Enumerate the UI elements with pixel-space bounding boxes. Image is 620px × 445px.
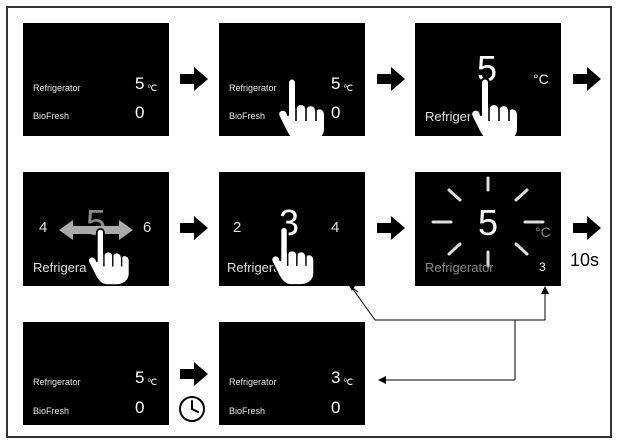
biofresh-temp: 0 — [135, 103, 145, 122]
screen-result-before: Refrigerator 5 ℃ BioFresh 0 — [23, 322, 169, 425]
celsius-unit: ℃ — [343, 83, 354, 93]
biofresh-temp: 0 — [331, 103, 341, 122]
biofresh-label: BioFresh — [33, 406, 70, 416]
refrigerator-label-truncated: Refriger — [425, 109, 472, 124]
refrigerator-label: Refrigerator — [425, 260, 494, 275]
temp-option-left: 4 — [39, 219, 48, 236]
arrow-right-icon — [180, 67, 208, 91]
refrigerator-label: Refrigerator — [229, 83, 277, 93]
celsius-unit: °C — [535, 224, 551, 240]
biofresh-label: BioFresh — [229, 111, 266, 121]
refrigerator-temp: 3 — [331, 368, 341, 387]
timeout-label: 10s — [570, 250, 600, 270]
finger-swipe-icon — [87, 228, 131, 286]
screen-setting-mode: 5 °C Refriger — [415, 23, 561, 136]
celsius-unit: ℃ — [147, 377, 158, 387]
diagram-frame — [6, 6, 612, 438]
finger-tap-icon — [277, 77, 326, 136]
biofresh-label: BioFresh — [33, 111, 70, 121]
temp-option-right: 6 — [143, 219, 152, 236]
celsius-unit: ℃ — [147, 83, 158, 93]
refrigerator-temp: 5 — [135, 74, 145, 93]
screen-result-after: Refrigerator 3 ℃ BioFresh 0 — [219, 322, 365, 425]
blink-rays-icon — [431, 176, 545, 268]
confirmed-temp: 5 — [478, 202, 499, 243]
celsius-unit: ℃ — [343, 377, 354, 387]
screen-swipe: 4 5 6 Refrigera — [23, 172, 169, 286]
arrow-right-icon — [573, 67, 601, 91]
refrigerator-label-truncated: Refrigera — [33, 260, 87, 275]
celsius-unit: °C — [533, 71, 549, 87]
finger-tap-icon — [270, 226, 316, 286]
screen-tap-refrigerator: Refrigerator 5 ℃ BioFresh 0 — [219, 23, 365, 136]
clock-icon — [179, 396, 205, 422]
arrow-right-icon — [377, 216, 405, 240]
screen-select: 2 3 4 Refrigera — [219, 172, 365, 286]
biofresh-temp: 0 — [331, 398, 341, 417]
biofresh-label: BioFresh — [229, 406, 266, 416]
refrigerator-temp: 5 — [135, 368, 145, 387]
refrigerator-temp: 5 — [331, 74, 341, 93]
swipe-arrows-icon — [59, 220, 133, 240]
new-setpoint-value: 3 — [539, 260, 546, 274]
temp-option-left: 2 — [233, 219, 242, 236]
refrigerator-label-truncated: Refrigera — [227, 260, 281, 275]
arrow-right-icon — [180, 362, 208, 386]
temp-option-right: 4 — [331, 219, 340, 236]
arrow-right-icon — [180, 216, 208, 240]
screen-confirm-blink: 5 °C Refrigerator 3 — [415, 172, 561, 286]
setting-temp: 5 — [477, 48, 498, 89]
arrow-right-icon — [573, 216, 601, 240]
refrigerator-label: Refrigerator — [229, 377, 277, 387]
screen-default: Refrigerator 5 ℃ BioFresh 0 — [23, 23, 169, 136]
finger-tap-icon — [470, 77, 519, 136]
biofresh-temp: 0 — [135, 398, 145, 417]
refrigerator-label: Refrigerator — [33, 377, 81, 387]
refrigerator-label: Refrigerator — [33, 83, 81, 93]
arrow-right-icon — [377, 67, 405, 91]
